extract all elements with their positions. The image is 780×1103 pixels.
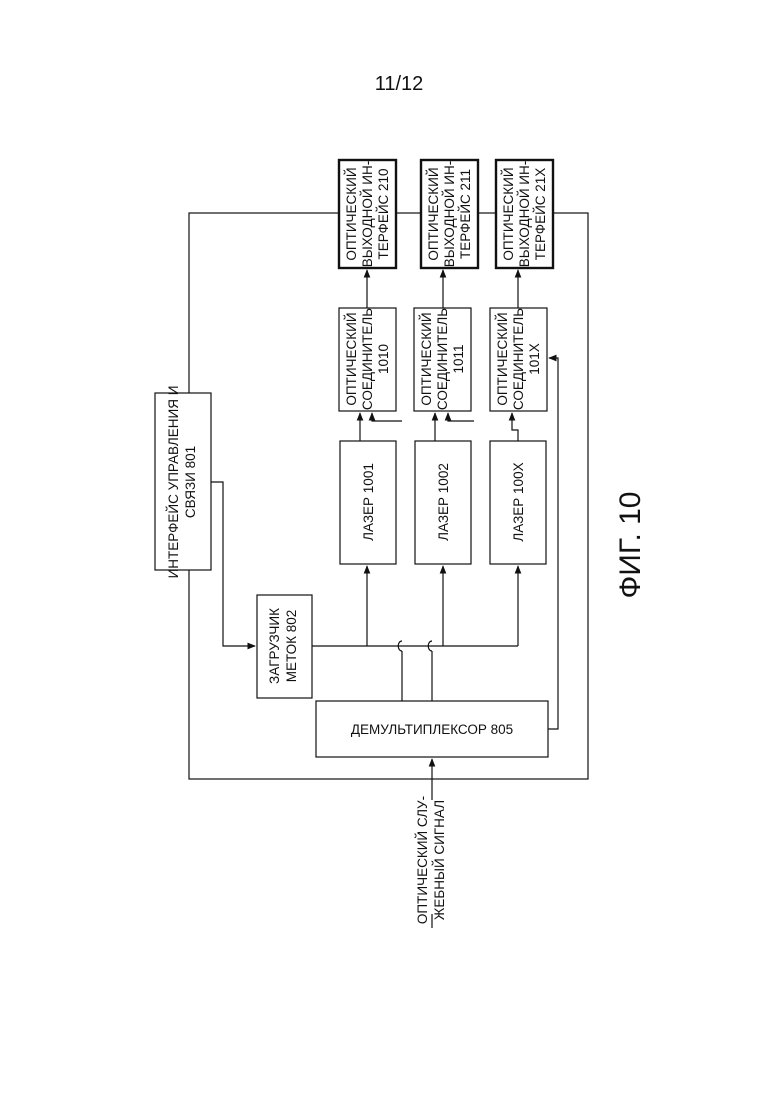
laser-label-100x: ЛАЗЕР 100Х — [511, 462, 526, 541]
coupler-label-1011-1: ОПТИЧЕСКИЙ — [419, 312, 434, 405]
laser-label-1001: ЛАЗЕР 1001 — [361, 463, 376, 541]
figure-caption: ФИГ. 10 — [614, 492, 647, 599]
label-loader-block: ЗАГРУЗЧИК МЕТОК 802 — [257, 595, 312, 698]
coupler-block-1010: ОПТИЧЕСКИЙ СОЕДИНИТЕЛЬ 1010 — [339, 308, 396, 411]
coupler-label-1010-1: ОПТИЧЕСКИЙ — [344, 312, 359, 405]
output-label-21x-2: ВЫХОДНОЙ ИН- — [517, 161, 532, 268]
output-interface-21x: ОПТИЧЕСКИЙ ВЫХОДНОЙ ИН- ТЕРФЕЙС 21Х — [496, 160, 553, 268]
output-interface-211: ОПТИЧЕСКИЙ ВЫХОДНОЙ ИН- ТЕРФЕЙС 211 — [421, 160, 478, 268]
input-signal-label: ОПТИЧЕСКИЙ СЛУ- ЖЕБНЫЙ СИГНАЛ — [415, 796, 447, 924]
output-label-210-2: ВЫХОДНОЙ ИН- — [360, 161, 375, 268]
coupler-label-1011-2: СОЕДИНИТЕЛЬ — [435, 308, 450, 410]
interface-to-loader-arrow — [211, 482, 255, 646]
coupler-label-1010-3: 1010 — [376, 344, 391, 374]
input-signal-label-1: ОПТИЧЕСКИЙ СЛУ- — [415, 796, 430, 924]
output-interface-210: ОПТИЧЕСКИЙ ВЫХОДНОЙ ИН- ТЕРФЕЙС 210 — [339, 160, 396, 268]
output-label-210-3: ТЕРФЕЙС 210 — [376, 168, 391, 259]
laser-block-1002: ЛАЗЕР 1002 — [415, 441, 471, 564]
label-loader-label-1: ЗАГРУЗЧИК — [267, 608, 282, 684]
output-label-21x-1: ОПТИЧЕСКИЙ — [501, 167, 516, 260]
demux-to-coupler-101x — [548, 358, 558, 729]
coupler-1010-input-arrow — [372, 413, 402, 421]
page-number: 11/12 — [375, 73, 424, 95]
control-interface-label-2: СВЯЗИ 801 — [183, 446, 198, 518]
output-label-21x-3: ТЕРФЕЙС 21Х — [533, 168, 548, 261]
coupler-label-101x-2: СОЕДИНИТЕЛЬ — [511, 308, 526, 410]
laser-100x-to-coupler — [512, 413, 518, 441]
coupler-label-101x-1: ОПТИЧЕСКИЙ — [495, 312, 510, 405]
output-label-210-1: ОПТИЧЕСКИЙ — [344, 167, 359, 260]
control-interface-label-1: ИНТЕРФЕЙС УПРАВЛЕНИЯ И — [166, 386, 181, 579]
coupler-label-1011-3: 1011 — [451, 344, 466, 373]
output-label-211-3: ТЕРФЕЙС 211 — [458, 169, 473, 259]
demultiplexer-block: ДЕМУЛЬТИПЛЕКСОР 805 — [316, 701, 548, 757]
laser-label-1002: ЛАЗЕР 1002 — [436, 463, 451, 541]
coupler-block-1011: ОПТИЧЕСКИЙ СОЕДИНИТЕЛЬ 1011 — [414, 308, 471, 411]
output-label-211-1: ОПТИЧЕСКИЙ — [426, 167, 441, 260]
output-label-211-2: ВЫХОДНОЙ ИН- — [442, 161, 457, 268]
control-interface-block: ИНТЕРФЕЙС УПРАВЛЕНИЯ И СВЯЗИ 801 — [155, 386, 211, 579]
input-signal-label-2: ЖЕБНЫЙ СИГНАЛ — [432, 800, 447, 920]
laser-block-1001: ЛАЗЕР 1001 — [340, 441, 396, 564]
demultiplexer-label: ДЕМУЛЬТИПЛЕКСОР 805 — [351, 722, 513, 737]
coupler-label-1010-2: СОЕДИНИТЕЛЬ — [360, 308, 375, 410]
coupler-label-101x-3: 101Х — [527, 343, 542, 375]
label-loader-label-2: МЕТОК 802 — [284, 610, 299, 683]
laser-block-100x: ЛАЗЕР 100Х — [490, 441, 546, 564]
coupler-block-101x: ОПТИЧЕСКИЙ СОЕДИНИТЕЛЬ 101Х — [490, 308, 547, 411]
coupler-1011-input-arrow — [448, 413, 474, 421]
